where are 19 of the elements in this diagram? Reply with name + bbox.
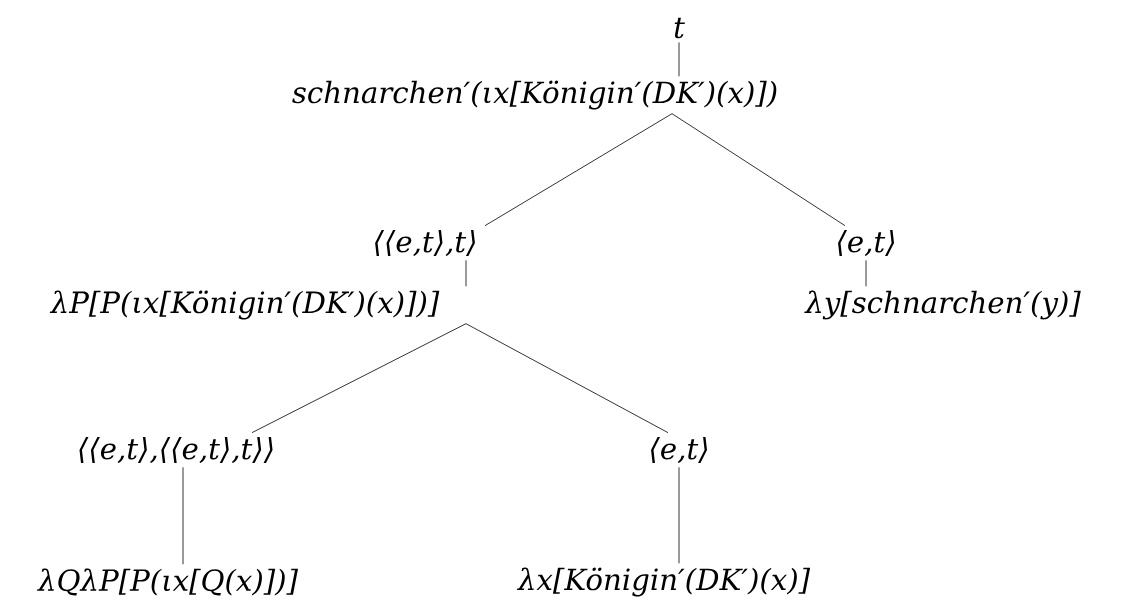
branch-line bbox=[484, 113, 673, 227]
branch-line bbox=[465, 323, 669, 434]
type-label: ⟨⟨e,t⟩,⟨⟨e,t⟩,t⟩⟩ bbox=[79, 436, 273, 464]
branch-line bbox=[678, 42, 680, 77]
formula-label: schnarchen′(ιx[Königin′(DK′)(x)]) bbox=[292, 80, 777, 110]
formula-label: λy[schnarchen′(y)] bbox=[804, 290, 1081, 320]
formula-label: λP[P(ιx[Königin′(DK′)(x)])] bbox=[49, 290, 440, 320]
type-label: ⟨⟨e,t⟩,t⟩ bbox=[375, 229, 475, 257]
branch-line bbox=[671, 113, 846, 227]
branch-line bbox=[251, 323, 467, 434]
formula-label: λx[Königin′(DK′)(x)] bbox=[516, 567, 811, 597]
formula-label: λQλP[P(ιx[Q(x)])] bbox=[37, 568, 298, 596]
branch-line bbox=[182, 466, 184, 565]
branch-line bbox=[465, 259, 467, 287]
branch-line bbox=[865, 259, 867, 287]
type-label: t bbox=[674, 17, 685, 39]
type-label: ⟨e,t⟩ bbox=[838, 229, 894, 257]
branch-line bbox=[678, 466, 680, 564]
type-label: ⟨e,t⟩ bbox=[651, 436, 707, 464]
